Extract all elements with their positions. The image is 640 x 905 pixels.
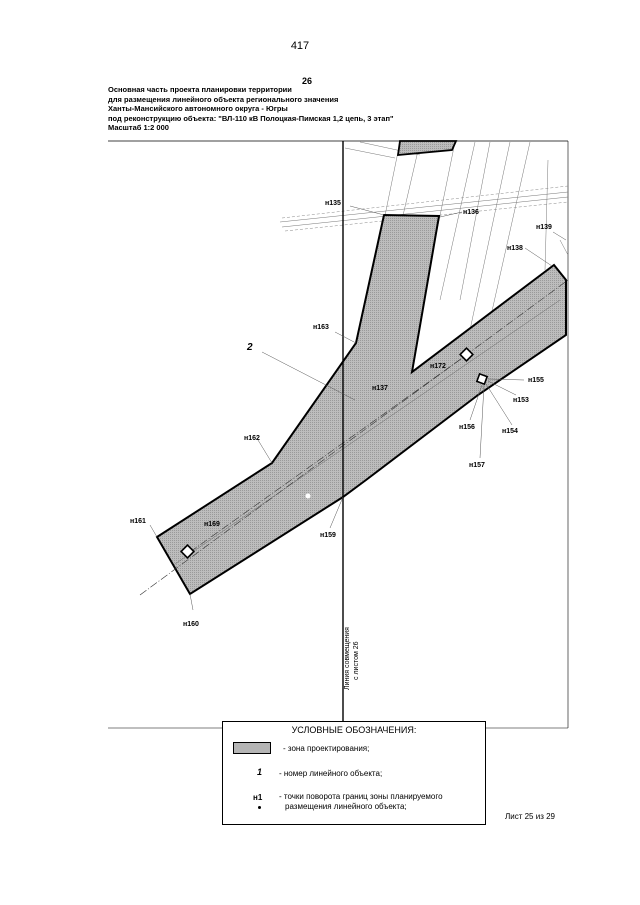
point-label-n163: н163 — [313, 324, 329, 331]
pylon-marker — [459, 347, 474, 362]
point-label-n156: н156 — [459, 424, 475, 431]
point-label-n139: н139 — [536, 224, 552, 231]
legend-zone-label: - зона проектирования; — [283, 744, 370, 753]
header-line-3: Ханты-Мансийского автономного округа - Ю… — [108, 104, 288, 113]
point-label-n153: н153 — [513, 397, 529, 404]
legend-number-label: - номер линейного объекта; — [279, 769, 383, 778]
projection-zone-top — [396, 140, 458, 157]
sheet-number: 26 — [302, 76, 313, 86]
point-label-n154: н154 — [502, 428, 518, 435]
point-label-n155: н155 — [528, 377, 544, 384]
point-label-n159: н159 — [320, 532, 336, 539]
interior-line — [174, 299, 561, 565]
legend-zone-swatch — [233, 742, 271, 754]
page-number: 417 — [290, 40, 310, 52]
legend-point-label-2: размещения линейного объекта; — [285, 802, 407, 811]
legend-point-symbol: н1 — [253, 793, 263, 802]
legend-point-dot — [258, 806, 261, 809]
legend-number-symbol: 1 — [257, 767, 263, 777]
point-label-n172: н172 — [430, 363, 446, 370]
match-line-label: Линия совмещения с листом 26 — [344, 627, 360, 690]
header-line-2: для размещения линейного объекта региона… — [108, 94, 339, 104]
object-number-label: 2 — [246, 342, 253, 353]
header-line-4: под реконструкцию объекта: "ВЛ-110 кВ По… — [108, 113, 394, 123]
header-scale: Масштаб 1:2 000 — [108, 123, 169, 132]
pylon-marker — [180, 544, 195, 559]
point-label-n161: н161 — [130, 518, 146, 525]
point-marker — [305, 493, 311, 499]
legend-point-label-1: - точки поворота границ зоны планируемог… — [279, 792, 443, 801]
match-line-label-1: Линия совмещения — [344, 627, 351, 690]
cadastral-lines — [279, 141, 569, 331]
legend: УСЛОВНЫЕ ОБОЗНАЧЕНИЯ: - зона проектирова… — [222, 721, 486, 825]
power-line-axis — [139, 279, 569, 596]
point-label-n160: н160 — [183, 621, 199, 628]
match-line-label-2: с листом 26 — [353, 641, 360, 680]
projection-zone — [155, 213, 567, 596]
header-line-1: Основная часть проекта планировки террит… — [108, 85, 292, 94]
point-label-n136: н136 — [463, 209, 479, 216]
leader-lines — [149, 205, 567, 611]
legend-title: УСЛОВНЫЕ ОБОЗНАЧЕНИЯ: — [291, 725, 417, 735]
sheet-footer: Лист 25 из 29 — [505, 812, 555, 821]
point-label-n157: н157 — [469, 462, 485, 469]
point-label-n135: н135 — [325, 200, 341, 207]
point-label-n137: н137 — [372, 385, 388, 392]
point-label-n138: н138 — [507, 245, 523, 252]
point-label-n162: н162 — [244, 435, 260, 442]
pylon-marker — [475, 372, 489, 386]
point-label-n169: н169 — [204, 521, 220, 528]
map-header: Основная часть проекта планировки террит… — [108, 85, 528, 133]
